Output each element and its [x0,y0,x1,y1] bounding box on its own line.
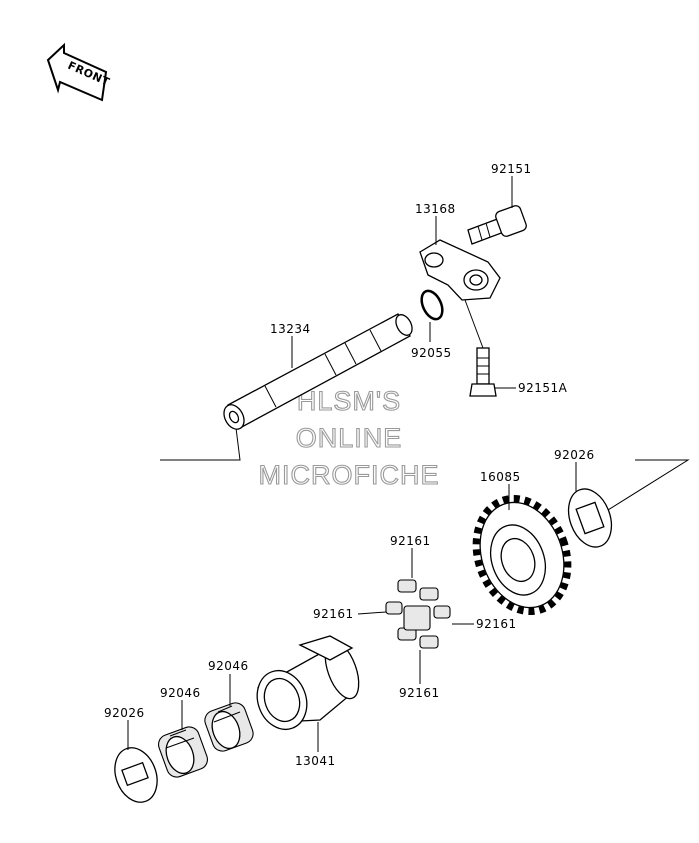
label-92161-left: 92161 [313,607,354,621]
label-92161-right: 92161 [476,617,517,631]
o-ring-92055 [420,289,444,321]
needle-bearing-92046-upper [204,702,254,752]
label-92046-upper: 92046 [208,659,249,673]
shaft-axis-line [160,419,241,461]
watermark-line-3: MICROFICHE [259,460,440,490]
label-92161-top: 92161 [390,534,431,548]
label-92151: 92151 [491,162,532,176]
label-92055: 92055 [411,346,452,360]
front-arrow-icon: FRONT [46,42,112,102]
watermark-line-1: HLSM'S [297,386,401,416]
needle-bearing-92046-lower [158,726,208,778]
label-92026-bottom: 92026 [104,706,145,720]
bolt-92151 [467,205,527,245]
washer-92026-bottom [114,747,158,803]
leader-lines [127,176,577,752]
watermark-line-2: ONLINE [296,423,403,453]
label-92026-top: 92026 [554,448,595,462]
bolt-92151A [469,347,497,397]
lever-13168 [419,239,501,301]
shaft-13234 [223,313,413,430]
label-92046-lower: 92046 [160,686,201,700]
gear-16085 [472,494,572,616]
gear-axis-line [607,459,690,511]
label-13041: 13041 [295,754,336,768]
label-13234: 13234 [270,322,311,336]
hub-13041 [256,635,360,731]
washer-92026-top [567,488,613,548]
watermark: HLSM'S ONLINE MICROFICHE [258,385,440,490]
label-16085: 16085 [480,470,521,484]
label-13168: 13168 [415,202,456,216]
label-92151A: 92151A [518,381,568,395]
label-92161-bottom: 92161 [399,686,440,700]
segments-92161 [385,579,451,649]
